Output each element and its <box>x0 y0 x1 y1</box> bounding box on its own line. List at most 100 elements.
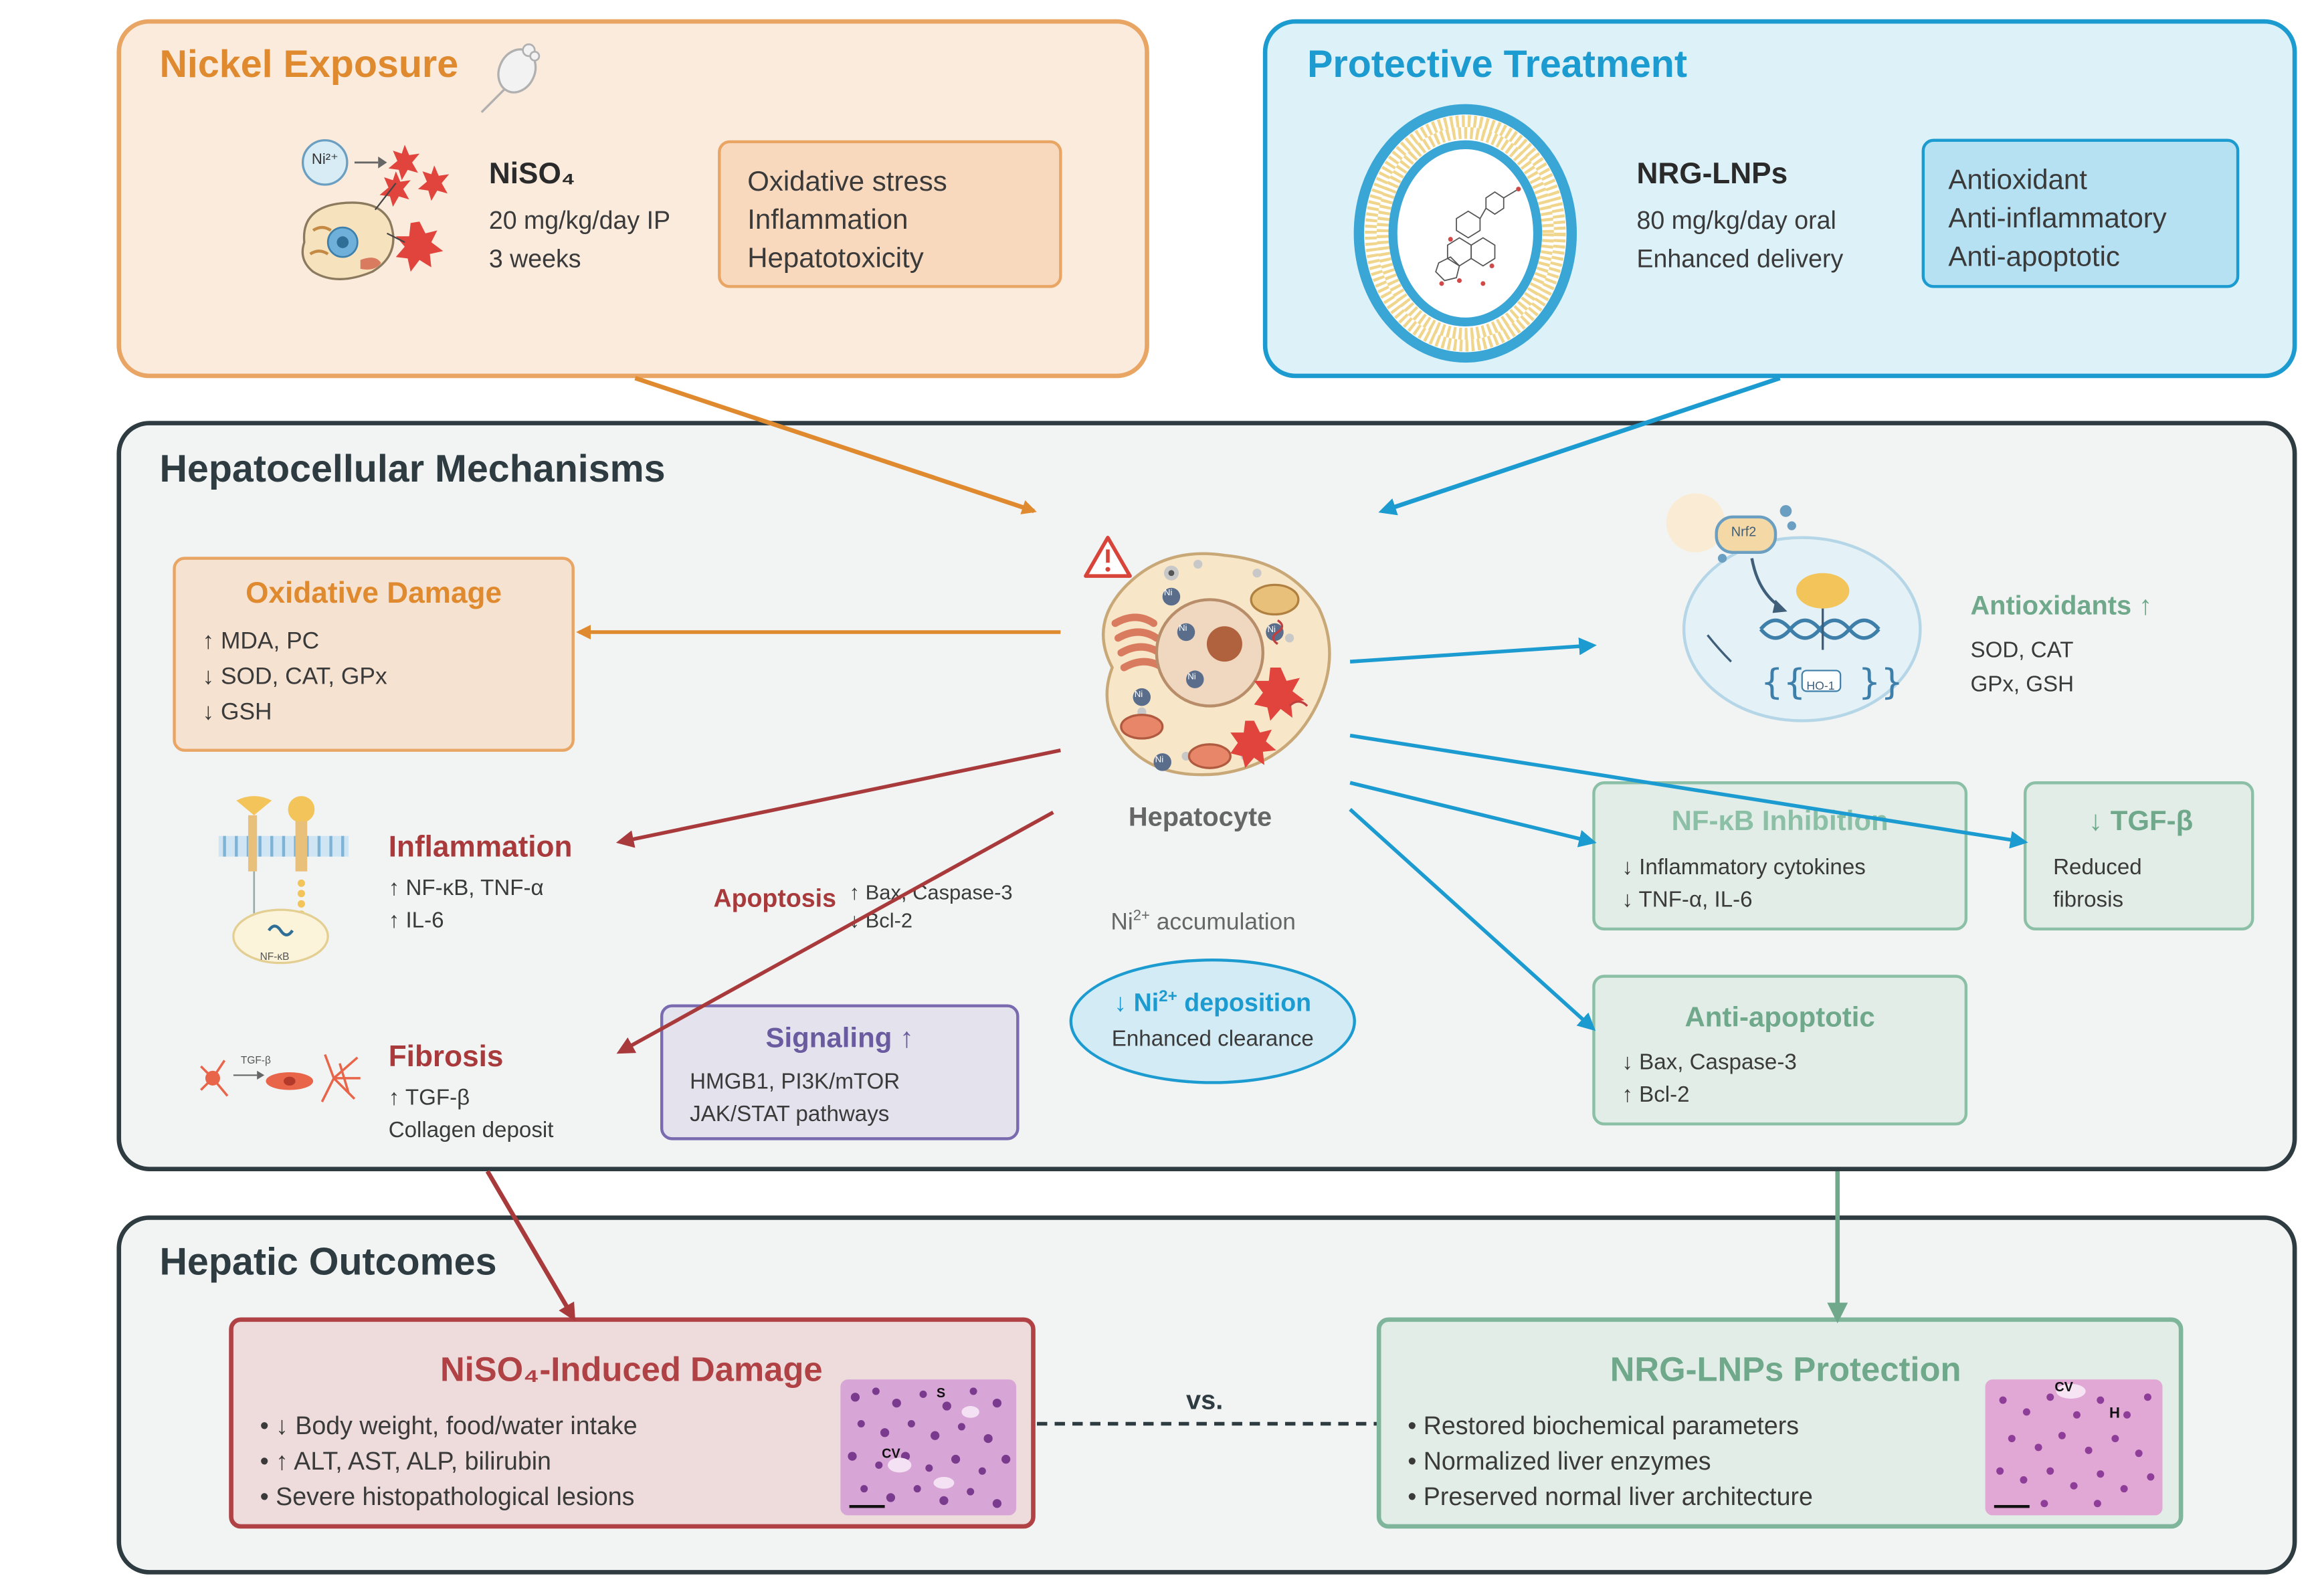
damage-bullet: • ↑ ALT, AST, ALP, bilirubin <box>260 1447 551 1476</box>
nickel-ion-label: Ni²⁺ <box>311 152 339 169</box>
anti-apoptotic-title: Anti-apoptotic <box>1684 1003 1875 1034</box>
inflammation-line: ↑ NF-κB, TNF-α <box>388 876 544 901</box>
arrow-to-inflammation <box>615 748 1061 848</box>
ni-deposition-charge: 2+ <box>1159 988 1177 1006</box>
receptor-membrane-icon <box>218 796 349 965</box>
protection-bullet: • Restored biochemical parameters <box>1408 1411 1800 1440</box>
svg-text:{{: {{ <box>1761 662 1806 703</box>
signaling-title: Signaling ↑ <box>765 1023 914 1055</box>
hepatocyte-ni-label: Ni <box>1134 691 1143 700</box>
hepatocyte-ni-label: Ni <box>1155 756 1164 765</box>
anti-apoptotic-line: ↑ Bcl-2 <box>1622 1082 1690 1108</box>
signaling-line: HMGB1, PI3K/mTOR <box>690 1069 900 1095</box>
oxidative-line: ↑ MDA, PC <box>202 629 320 655</box>
treatment-effect: Antioxidant <box>1948 165 2087 197</box>
anti-apoptotic-box: Anti-apoptotic ↓ Bax, Caspase-3 ↑ Bcl-2 <box>1592 975 1968 1126</box>
treatment-effect: Anti-apoptotic <box>1948 242 2120 274</box>
hepatocyte-ni-label: Ni <box>1178 624 1187 634</box>
fibrosis-title: Fibrosis <box>388 1041 504 1074</box>
nfkb-inhibition-title: NF-κB Inhibition <box>1671 806 1889 837</box>
nrf2-label: Nrf2 <box>1731 524 1757 539</box>
protection-bullet: • Preserved normal liver architecture <box>1408 1482 1813 1511</box>
oxidative-damage-box: Oxidative Damage ↑ MDA, PC ↓ SOD, CAT, G… <box>173 557 575 752</box>
nickel-dose: 20 mg/kg/day IP <box>488 207 671 235</box>
mouse-icon <box>480 43 541 113</box>
svg-text:}}: }} <box>1858 662 1903 703</box>
nickel-effects-box: Oxidative stress Inflammation Hepatotoxi… <box>718 140 1062 288</box>
nfkb-inhibition-box: NF-κB Inhibition ↓ Inflammatory cytokine… <box>1592 781 1968 931</box>
signaling-box: Signaling ↑ HMGB1, PI3K/mTOR JAK/STAT pa… <box>660 1004 1020 1140</box>
arrow-to-anti-apoptotic <box>1349 807 1596 1031</box>
ni-accumulation-text: accumulation <box>1149 910 1296 936</box>
ni-accumulation-label: Ni2+ accumulation <box>1111 907 1296 940</box>
signaling-line: JAK/STAT pathways <box>690 1102 890 1127</box>
ni-deposition-sub: Enhanced clearance <box>1111 1026 1314 1052</box>
oxidative-damage-title: Oxidative Damage <box>246 577 502 610</box>
lipid-nanoparticle-icon <box>1353 104 1577 363</box>
antioxidants-title: Antioxidants ↑ <box>1970 591 2153 621</box>
nickel-exposure-title: Nickel Exposure <box>159 41 459 86</box>
damaged-histology-image <box>840 1379 1017 1516</box>
anti-apoptotic-line: ↓ Bax, Caspase-3 <box>1622 1050 1797 1076</box>
ni-deposition-suffix: deposition <box>1177 989 1312 1017</box>
damage-bullet: • ↓ Body weight, food/water intake <box>260 1411 638 1440</box>
ni-deposition-title: ↓ Ni2+ deposition <box>1070 987 1356 1020</box>
damage-micro-label: S <box>936 1385 946 1401</box>
treatment-effects-box: Antioxidant Anti-inflammatory Anti-apopt… <box>1921 138 2240 288</box>
mechanisms-title: Hepatocellular Mechanisms <box>159 445 666 491</box>
treatment-compound: NRG-LNPs <box>1636 158 1788 191</box>
inflammation-line: ↑ IL-6 <box>388 908 444 934</box>
tgfb-line: fibrosis <box>2053 888 2124 913</box>
nickel-effect: Hepatotoxicity <box>747 243 924 275</box>
tgfb-line: Reduced <box>2053 855 2142 880</box>
protection-title: NRG-LNPs Protection <box>1610 1350 1961 1389</box>
ni-deposition-ellipse <box>1069 958 1356 1084</box>
arrow-treatment-to-hepatocyte <box>1378 376 1781 516</box>
nrf2-pathway-icon: {{ }} <box>1666 493 1922 722</box>
hepatocyte-ni-label: Ni <box>1187 673 1196 683</box>
protection-bullet: • Normalized liver enzymes <box>1408 1447 1711 1476</box>
oxidative-line: ↓ SOD, CAT, GPx <box>202 664 387 690</box>
treatment-effect: Anti-inflammatory <box>1948 203 2167 235</box>
nickel-compound: NiSO₄ <box>488 158 575 191</box>
ni-accumulation-symbol: Ni <box>1111 910 1133 936</box>
arrow-to-tgfb <box>1349 733 2028 849</box>
nickel-effect: Oxidative stress <box>747 167 947 198</box>
arrow-nickel-to-hepatocyte <box>634 376 1037 514</box>
antioxidants-line: GPx, GSH <box>1970 672 2074 698</box>
hepatocyte-label: Hepatocyte <box>1128 801 1272 832</box>
treatment-dose: 80 mg/kg/day oral <box>1636 207 1836 235</box>
hepatocyte-icon <box>1101 552 1331 777</box>
protection-micro-label: H <box>2109 1406 2120 1423</box>
arrow-to-nfkb-inhibition <box>1349 781 1597 847</box>
damage-title: NiSO₄-Induced Damage <box>440 1350 823 1389</box>
nickel-cell-icon <box>301 139 450 280</box>
protection-box: NRG-LNPs Protection • Restored biochemic… <box>1376 1317 2184 1529</box>
arrow-to-damage <box>485 1170 576 1322</box>
protective-treatment-title: Protective Treatment <box>1307 41 1688 86</box>
hepatocyte-ni-label: Ni <box>1267 626 1276 635</box>
arrow-to-antioxidants <box>1349 637 1597 664</box>
oxidative-line: ↓ GSH <box>202 700 272 726</box>
protected-histology-image <box>1985 1379 2163 1516</box>
tgfb-title: ↓ TGF-β <box>2089 806 2194 837</box>
treatment-note: Enhanced delivery <box>1636 245 1844 274</box>
nickel-effect: Inflammation <box>747 205 908 237</box>
tgfb-box: ↓ TGF-β Reduced fibrosis <box>2023 781 2254 931</box>
apoptosis-title: Apoptosis <box>713 884 836 913</box>
warning-icon <box>1084 535 1132 578</box>
nfkb-icon-label: NF-κB <box>260 953 290 963</box>
vs-label: vs. <box>1186 1385 1224 1415</box>
antioxidants-line: SOD, CAT <box>1970 637 2074 664</box>
outcomes-title: Hepatic Outcomes <box>159 1239 497 1284</box>
tgfb-icon-label: TGF-β <box>240 1056 271 1067</box>
ho1-label: HO-1 <box>1806 679 1835 693</box>
fibroblast-icon <box>200 1054 361 1102</box>
fibrosis-line: ↑ TGF-β <box>388 1085 470 1111</box>
hepatocyte-ni-label: Ni <box>1163 589 1173 599</box>
ni-accumulation-charge: 2+ <box>1133 908 1150 925</box>
apoptosis-line: ↑ Bax, Caspase-3 <box>849 880 1013 904</box>
arrow-to-fibrosis <box>616 810 1054 1054</box>
damage-micro-label: CV <box>882 1445 900 1461</box>
